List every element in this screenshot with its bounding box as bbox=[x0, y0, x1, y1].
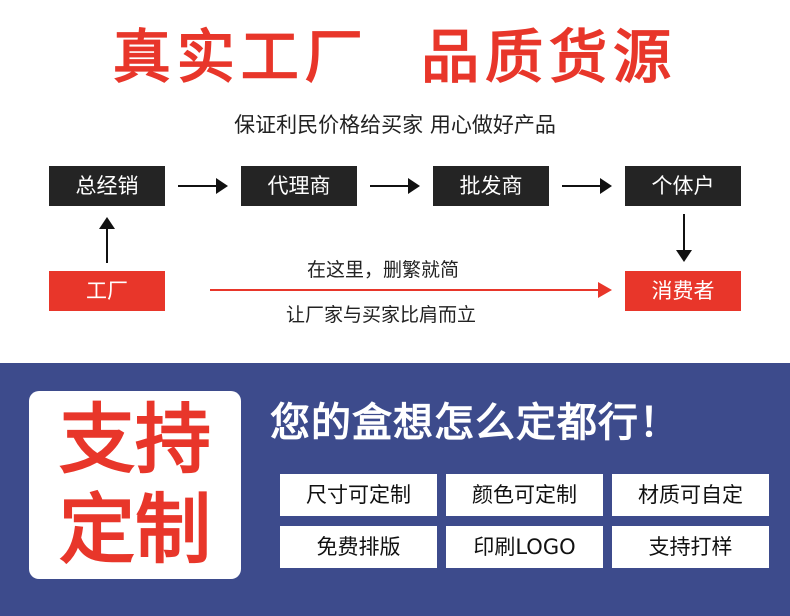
arrow-down-icon bbox=[676, 214, 692, 262]
custom-badge-line2: 定制 bbox=[59, 485, 211, 574]
agent-box: 代理商 bbox=[241, 166, 357, 206]
customization-panel: 支持 定制 您的盒想怎么定都行！ 尺寸可定制 颜色可定制 材质可自定 免费排版 … bbox=[0, 363, 790, 616]
direct-note-top: 在这里，删繁就简 bbox=[307, 259, 460, 281]
feature-sample: 支持打样 bbox=[612, 526, 769, 568]
arrow-right-icon bbox=[562, 178, 612, 194]
feature-free-layout: 免费排版 bbox=[280, 526, 437, 568]
direct-note-bottom: 让厂家与买家比肩而立 bbox=[286, 304, 477, 326]
arrow-right-icon bbox=[178, 178, 228, 194]
direct-arrow-line bbox=[210, 289, 600, 291]
feature-logo-print: 印刷LOGO bbox=[446, 526, 603, 568]
custom-badge-line1: 支持 bbox=[59, 395, 211, 484]
feature-color: 颜色可定制 bbox=[446, 474, 603, 516]
feature-material: 材质可自定 bbox=[612, 474, 769, 516]
factory-box: 工厂 bbox=[49, 271, 165, 311]
general-distributor-box: 总经销 bbox=[49, 166, 165, 206]
custom-slogan: 您的盒想怎么定都行！ bbox=[270, 400, 680, 446]
arrow-up-icon bbox=[99, 217, 115, 263]
page-title: 真实工厂 品质货源 bbox=[112, 23, 678, 91]
arrow-right-icon bbox=[370, 178, 420, 194]
feature-size: 尺寸可定制 bbox=[280, 474, 437, 516]
arrow-right-icon bbox=[598, 282, 612, 298]
custom-badge: 支持 定制 bbox=[29, 391, 241, 579]
page-subtitle: 保证利民价格给买家 用心做好产品 bbox=[234, 113, 556, 137]
consumer-box: 消费者 bbox=[625, 271, 741, 311]
wholesaler-box: 批发商 bbox=[433, 166, 549, 206]
retailer-box: 个体户 bbox=[625, 166, 741, 206]
